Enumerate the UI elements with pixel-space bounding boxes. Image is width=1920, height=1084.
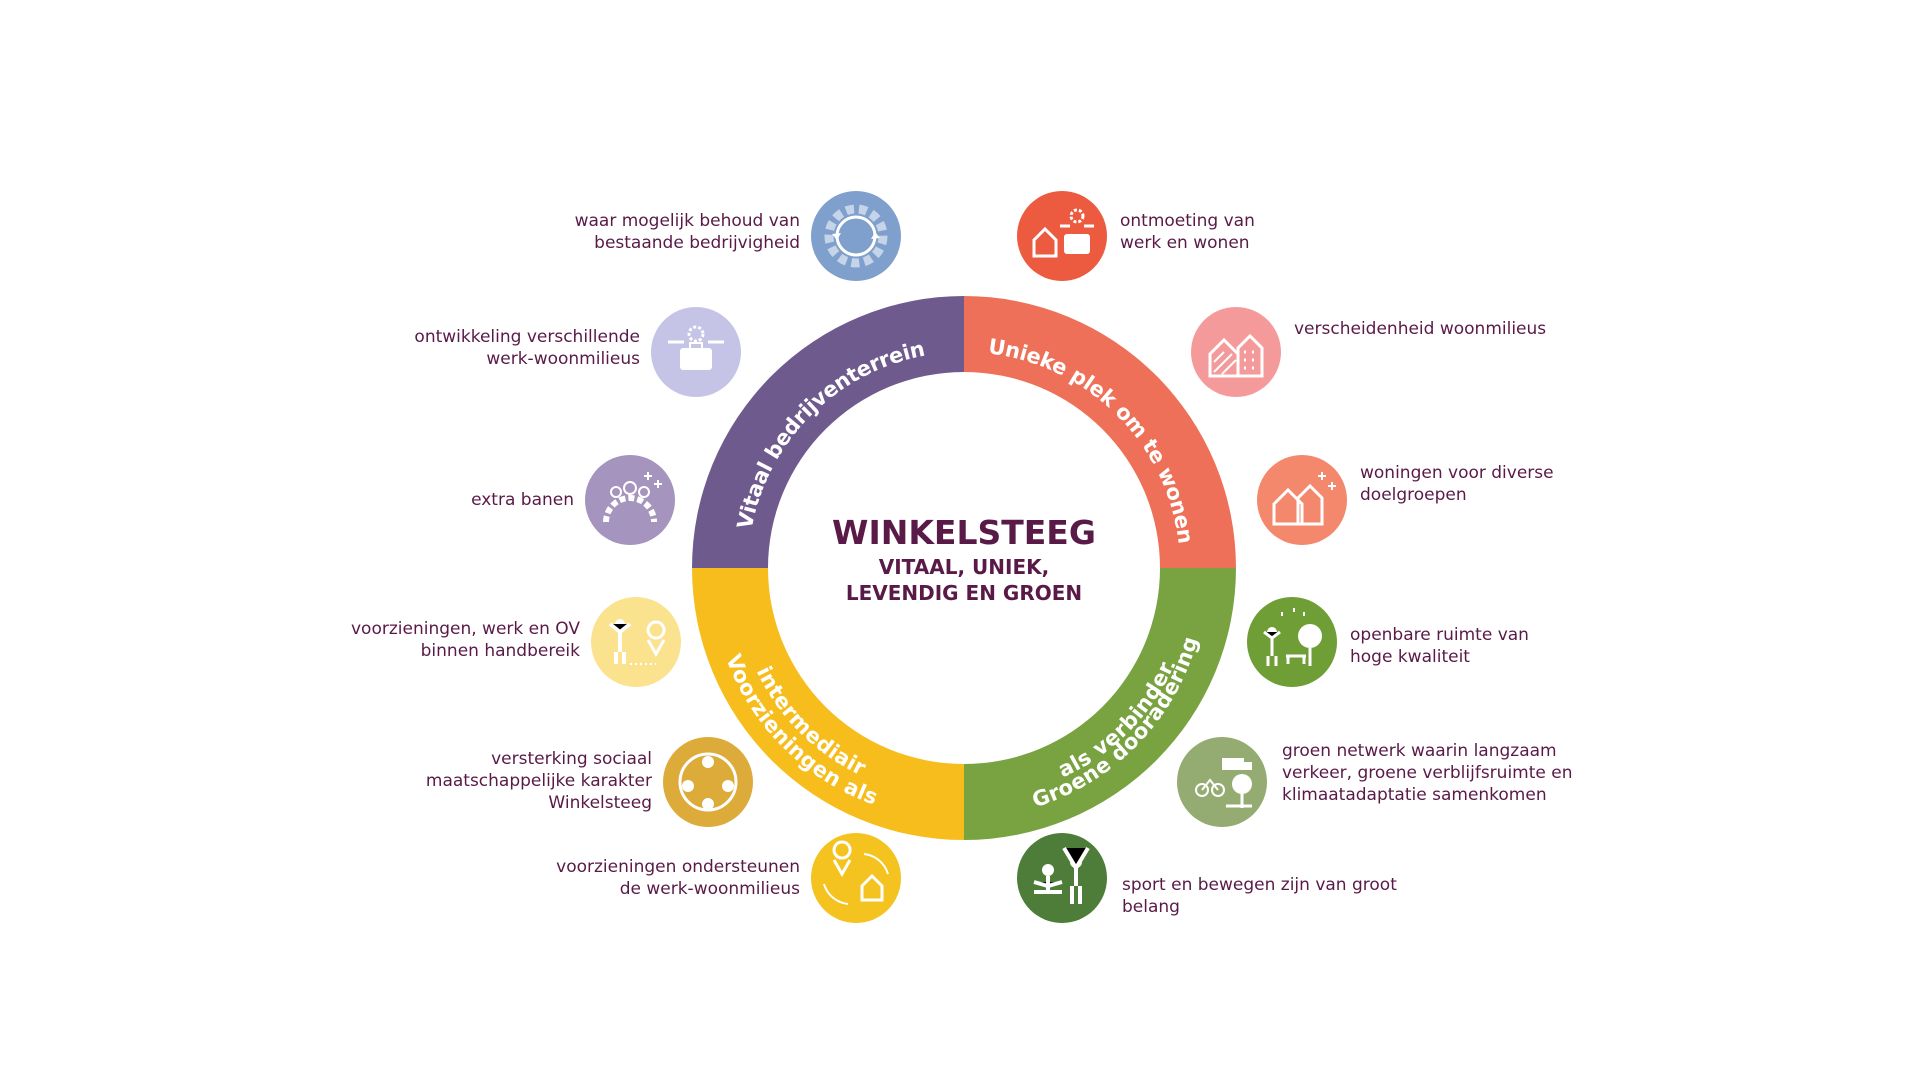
person-tree-bench-icon xyxy=(1247,597,1337,687)
label-verscheidenheid: verscheidenheid woonmilieus xyxy=(1294,319,1547,339)
center-title: WINKELSTEEG xyxy=(832,513,1096,552)
person-location-icon xyxy=(591,597,681,687)
house-toolbox-icon xyxy=(1017,191,1107,281)
segment-groene-dooradering xyxy=(964,568,1236,840)
center-subtitle-line-2: LEVENDIG EN GROEN xyxy=(846,581,1082,605)
yoga-cheer-icon xyxy=(1017,833,1107,923)
segment-vitaal-bedrijventerrein xyxy=(692,296,964,568)
toolbox-gear-icon xyxy=(651,307,741,397)
people-gear-icon xyxy=(585,455,675,545)
houses-plus-icon xyxy=(1257,455,1347,545)
houses-pattern-icon xyxy=(1191,307,1281,397)
center-subtitle-line-1: VITAAL, UNIEK, xyxy=(879,555,1049,579)
bike-truck-tree-icon xyxy=(1177,737,1267,827)
community-circle-icon xyxy=(663,737,753,827)
segment-voorzieningen xyxy=(692,568,964,840)
gear-cycle-icon xyxy=(811,191,901,281)
segment-unieke-plek xyxy=(964,296,1236,568)
label-banen: extra banen xyxy=(471,490,574,510)
location-house-cycle-icon xyxy=(811,833,901,923)
icon-circles xyxy=(585,191,1347,923)
